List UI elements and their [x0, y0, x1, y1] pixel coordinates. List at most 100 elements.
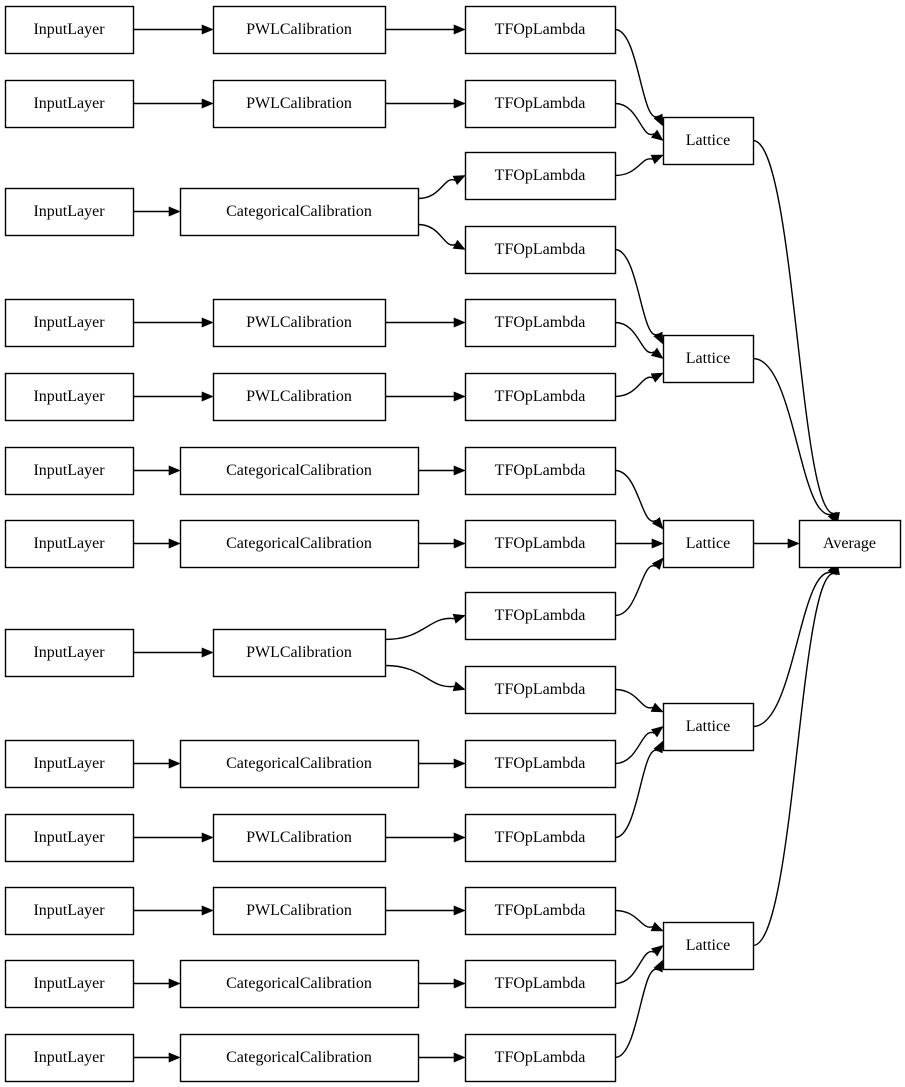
edge-line: [384, 664, 455, 688]
node-pwlcalibration[interactable]: PWLCalibration: [212, 298, 387, 348]
node-input-layer[interactable]: InputLayer: [4, 519, 135, 569]
node-input-layer[interactable]: InputLayer: [4, 79, 135, 129]
node-box[interactable]: [179, 519, 420, 569]
node-box[interactable]: [212, 5, 387, 55]
node-input-layer[interactable]: InputLayer: [4, 372, 135, 422]
node-tfop-lambda[interactable]: TFOpLambda: [464, 1033, 617, 1083]
node-box[interactable]: [464, 151, 617, 201]
node-input-layer[interactable]: InputLayer: [4, 1033, 135, 1083]
node-box[interactable]: [464, 79, 617, 129]
node-input-layer[interactable]: InputLayer: [4, 739, 135, 789]
node-categorical-calibration[interactable]: CategoricalCalibration: [179, 187, 420, 237]
node-box[interactable]: [464, 298, 617, 348]
node-tfop-lambda[interactable]: TFOpLambda: [464, 813, 617, 863]
node-tfop-lambda[interactable]: TFOpLambda: [464, 519, 617, 569]
node-box[interactable]: [662, 702, 755, 752]
node-tfop-lambda[interactable]: TFOpLambda: [464, 446, 617, 496]
node-box[interactable]: [212, 79, 387, 129]
node-box[interactable]: [4, 739, 135, 789]
node-box[interactable]: [464, 225, 617, 275]
node-tfop-lambda[interactable]: TFOpLambda: [464, 79, 617, 129]
node-input-layer[interactable]: InputLayer: [4, 628, 135, 678]
node-box[interactable]: [464, 886, 617, 936]
node-tfop-lambda[interactable]: TFOpLambda: [464, 959, 617, 1009]
node-box[interactable]: [179, 739, 420, 789]
node-tfop-lambda[interactable]: TFOpLambda: [464, 5, 617, 55]
node-box[interactable]: [464, 5, 617, 55]
node-input-layer[interactable]: InputLayer: [4, 959, 135, 1009]
node-box[interactable]: [212, 886, 387, 936]
node-box[interactable]: [179, 1033, 420, 1083]
node-box[interactable]: [662, 519, 755, 569]
node-box[interactable]: [179, 446, 420, 496]
node-tfop-lambda[interactable]: TFOpLambda: [464, 372, 617, 422]
node-box[interactable]: [464, 519, 617, 569]
node-tfop-lambda[interactable]: TFOpLambda: [464, 665, 617, 715]
node-input-layer[interactable]: InputLayer: [4, 813, 135, 863]
node-pwlcalibration[interactable]: PWLCalibration: [212, 79, 387, 129]
node-box[interactable]: [212, 813, 387, 863]
node-box[interactable]: [662, 921, 755, 971]
node-box[interactable]: [464, 813, 617, 863]
arrowhead-icon: [453, 538, 466, 549]
node-pwlcalibration[interactable]: PWLCalibration: [212, 628, 387, 678]
node-box[interactable]: [4, 813, 135, 863]
node-box[interactable]: [464, 1033, 617, 1083]
node-box[interactable]: [798, 519, 902, 569]
node-tfop-lambda[interactable]: TFOpLambda: [464, 591, 617, 641]
node-box[interactable]: [4, 446, 135, 496]
node-categorical-calibration[interactable]: CategoricalCalibration: [179, 446, 420, 496]
node-tfop-lambda[interactable]: TFOpLambda: [464, 739, 617, 789]
node-box[interactable]: [464, 372, 617, 422]
node-label: Lattice: [686, 350, 730, 367]
node-box[interactable]: [4, 79, 135, 129]
node-lattice[interactable]: Lattice: [662, 702, 755, 752]
node-categorical-calibration[interactable]: CategoricalCalibration: [179, 959, 420, 1009]
node-pwlcalibration[interactable]: PWLCalibration: [212, 372, 387, 422]
node-pwlcalibration[interactable]: PWLCalibration: [212, 886, 387, 936]
node-box[interactable]: [464, 446, 617, 496]
node-box[interactable]: [4, 1033, 135, 1083]
arrowhead-icon: [452, 175, 466, 186]
node-input-layer[interactable]: InputLayer: [4, 187, 135, 237]
node-box[interactable]: [4, 187, 135, 237]
node-lattice[interactable]: Lattice: [662, 116, 755, 166]
node-box[interactable]: [662, 334, 755, 384]
node-categorical-calibration[interactable]: CategoricalCalibration: [179, 1033, 420, 1083]
node-pwlcalibration[interactable]: PWLCalibration: [212, 813, 387, 863]
node-box[interactable]: [4, 298, 135, 348]
node-pwlcalibration[interactable]: PWLCalibration: [212, 5, 387, 55]
node-box[interactable]: [464, 591, 617, 641]
node-label: TFOpLambda: [495, 21, 586, 38]
node-tfop-lambda[interactable]: TFOpLambda: [464, 298, 617, 348]
node-box[interactable]: [464, 665, 617, 715]
node-input-layer[interactable]: InputLayer: [4, 446, 135, 496]
node-box[interactable]: [4, 628, 135, 678]
node-lattice[interactable]: Lattice: [662, 519, 755, 569]
node-box[interactable]: [179, 187, 420, 237]
node-input-layer[interactable]: InputLayer: [4, 886, 135, 936]
node-categorical-calibration[interactable]: CategoricalCalibration: [179, 739, 420, 789]
node-box[interactable]: [4, 886, 135, 936]
node-box[interactable]: [212, 372, 387, 422]
node-tfop-lambda[interactable]: TFOpLambda: [464, 151, 617, 201]
node-tfop-lambda[interactable]: TFOpLambda: [464, 886, 617, 936]
node-box[interactable]: [179, 959, 420, 1009]
node-box[interactable]: [4, 959, 135, 1009]
node-box[interactable]: [662, 116, 755, 166]
node-box[interactable]: [4, 5, 135, 55]
node-box[interactable]: [464, 959, 617, 1009]
node-box[interactable]: [4, 372, 135, 422]
node-lattice[interactable]: Lattice: [662, 334, 755, 384]
node-box[interactable]: [212, 298, 387, 348]
node-box[interactable]: [464, 739, 617, 789]
node-input-layer[interactable]: InputLayer: [4, 298, 135, 348]
node-average[interactable]: Average: [798, 519, 902, 569]
node-lattice[interactable]: Lattice: [662, 921, 755, 971]
node-box[interactable]: [212, 628, 387, 678]
node-tfop-lambda[interactable]: TFOpLambda: [464, 225, 617, 275]
node-input-layer[interactable]: InputLayer: [4, 5, 135, 55]
node-label: TFOpLambda: [495, 167, 586, 184]
node-categorical-calibration[interactable]: CategoricalCalibration: [179, 519, 420, 569]
node-box[interactable]: [4, 519, 135, 569]
